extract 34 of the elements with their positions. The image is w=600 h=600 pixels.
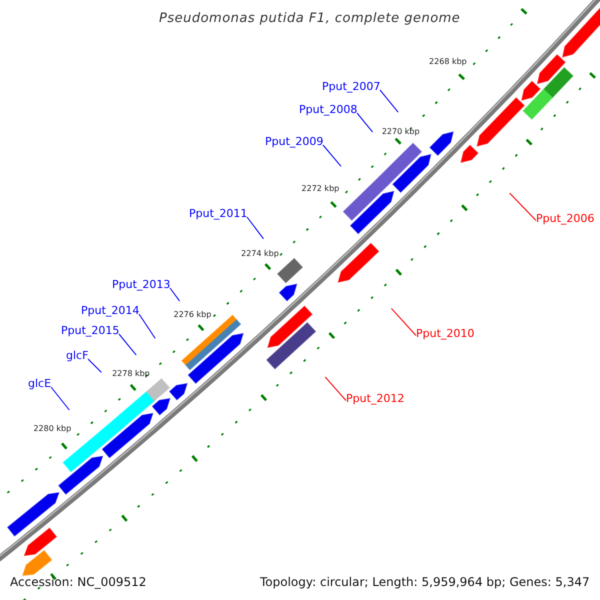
gene-label: Pput_2006 — [536, 212, 594, 224]
gene-label: Pput_2010 — [416, 328, 474, 338]
leader-line — [322, 144, 342, 167]
gene-label: Pput_2011 — [189, 208, 248, 218]
gene-label: Pput_2014 — [81, 304, 140, 316]
scale-label: 2274 kbp — [241, 250, 279, 258]
gene-label: Pput_2008 — [299, 104, 358, 114]
leader-line — [356, 112, 374, 133]
leader-line — [138, 314, 156, 339]
leader-line — [509, 192, 536, 221]
footer-text: Topology: circular; Length: 5,959,964 bp; Genes: 5,347 — [260, 576, 590, 588]
gene-label: Pput_2007 — [322, 80, 380, 92]
scale-label: 2268 kbp — [429, 58, 467, 66]
gene-label: Pput_2015 — [61, 324, 120, 336]
leader-line — [390, 308, 416, 336]
leader-line — [246, 216, 264, 240]
gene-label: glcE — [28, 378, 52, 388]
scale-label: 2278 kbp — [112, 370, 150, 378]
scale-label: 2280 kbp — [33, 425, 72, 434]
leader-line — [170, 288, 180, 302]
leader-line — [88, 358, 102, 373]
leader-line — [324, 376, 346, 401]
scale-label: 2270 kbp — [382, 128, 420, 136]
scale-label: 2276 kbp — [174, 310, 212, 319]
gene-label: glcF — [66, 350, 88, 360]
footer-text: Accession: NC_009512 — [10, 576, 146, 588]
gene-label: Pput_2012 — [346, 392, 404, 404]
leader-line — [118, 334, 137, 356]
leader-line — [50, 386, 70, 410]
gene-label: Pput_2009 — [265, 136, 324, 146]
title: Pseudomonas putida F1, complete genome — [159, 12, 460, 24]
scale-label: 2272 kbp — [302, 184, 340, 193]
gene-label: Pput_2013 — [112, 278, 170, 290]
leader-line — [380, 90, 399, 113]
